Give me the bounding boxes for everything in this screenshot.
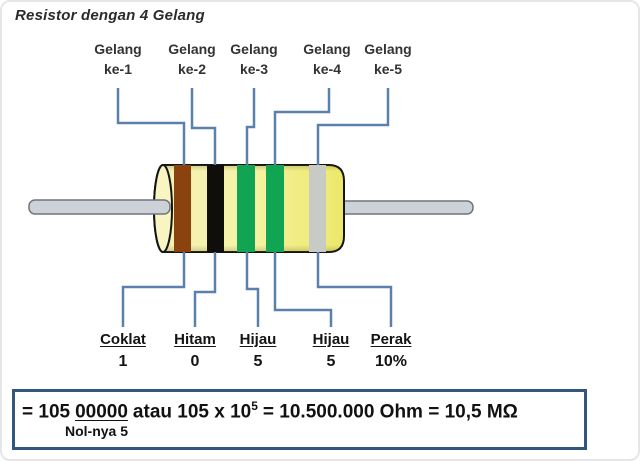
connector-top-2	[190, 88, 217, 165]
resistor-lead-right	[337, 200, 474, 215]
color-name-hijau-2: Hijau	[312, 331, 350, 348]
resistor-lead-left	[28, 199, 171, 215]
color-name-coklat: Coklat	[100, 331, 146, 348]
top-connectors	[116, 88, 390, 165]
top-label-gelang-2: Gelang ke-2	[168, 41, 216, 77]
connector-bottom-2	[193, 252, 217, 327]
connector-top-1	[116, 88, 186, 165]
top-label-gelang-4: Gelang ke-4	[303, 41, 351, 77]
band-value-2: 0	[190, 353, 200, 370]
band-value-4: 5	[326, 353, 336, 370]
band-hijau-1	[237, 165, 255, 252]
connector-bottom-1	[121, 252, 186, 327]
page-title: Resistor dengan 4 Gelang	[15, 7, 205, 24]
band-coklat	[174, 165, 191, 252]
connector-top-5	[316, 88, 390, 165]
band-value-3: 5	[253, 353, 263, 370]
top-label-gelang-1: Gelang ke-1	[94, 41, 142, 77]
formula-zeros: 00000	[75, 401, 128, 423]
top-label-gelang-3: Gelang ke-3	[230, 41, 278, 77]
zeros-note: Nol-nya 5	[65, 423, 129, 439]
connector-bottom-5	[316, 252, 393, 327]
band-hitam	[207, 165, 224, 252]
formula-exponent: 5	[251, 399, 258, 413]
top-label-gelang-5: Gelang ke-5	[364, 41, 412, 77]
connector-top-3	[245, 88, 256, 165]
connector-top-4	[273, 88, 331, 165]
color-name-perak: Perak	[370, 331, 412, 348]
band-hijau-2	[266, 165, 284, 252]
color-name-hitam: Hitam	[174, 331, 216, 348]
connector-bottom-3	[245, 252, 260, 327]
band-perak	[309, 165, 326, 252]
formula-middle: atau 105 x 10	[132, 401, 252, 423]
band-value-5: 10%	[374, 353, 408, 370]
connector-bottom-4	[273, 252, 333, 327]
color-name-hijau-1: Hijau	[239, 331, 277, 348]
formula-result: = 10.500.000 Ohm = 10,5 MΩ	[262, 401, 518, 423]
band-value-1: 1	[118, 353, 128, 370]
formula-lead-in: = 105	[22, 401, 71, 423]
bottom-connectors	[121, 252, 393, 327]
